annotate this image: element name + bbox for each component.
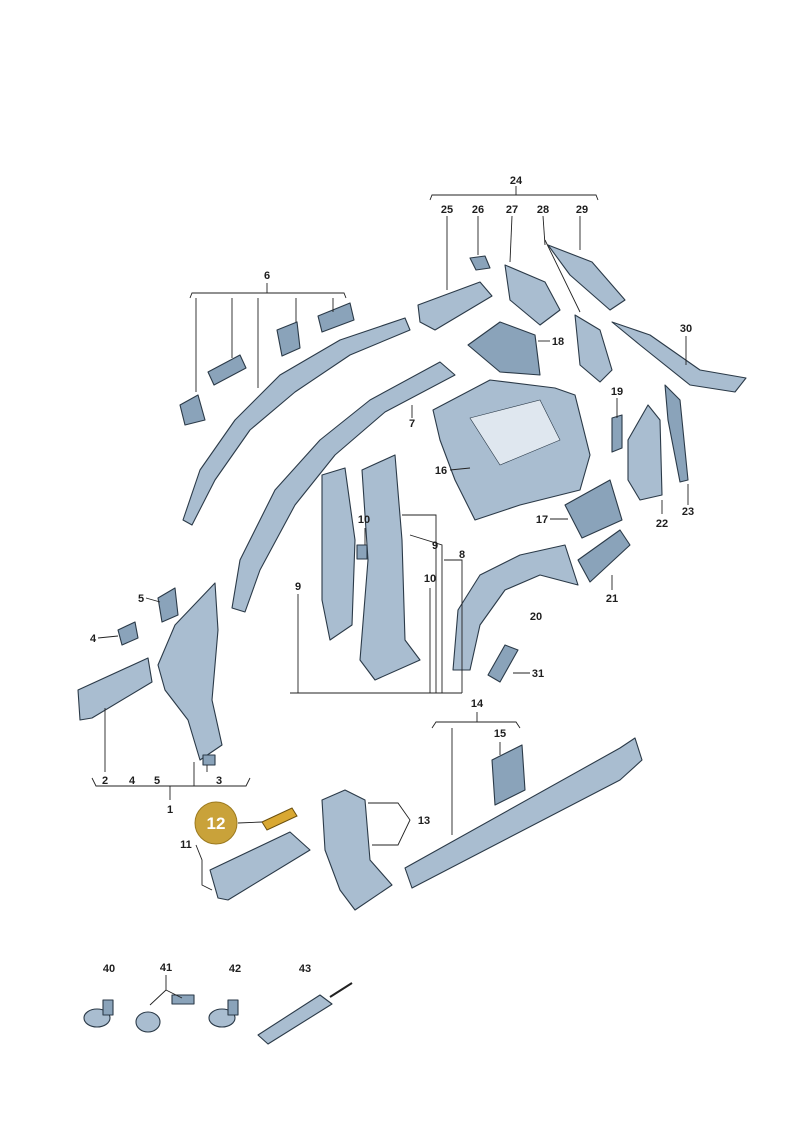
part-12-highlighted [261, 807, 298, 831]
callout-4-bottom: 4 [129, 775, 136, 787]
part-bracket-3 [202, 754, 216, 766]
leader-lines [91, 186, 689, 1006]
fastener-40 [83, 999, 114, 1028]
callout-7: 7 [409, 418, 415, 430]
callout-42: 42 [229, 963, 241, 975]
callout-22: 22 [656, 518, 668, 530]
callout-2: 2 [102, 775, 108, 787]
part-bracket-10 [356, 544, 368, 560]
part-b-pillar-inner [321, 467, 356, 641]
callout-25: 25 [441, 204, 453, 216]
callout-17: 17 [536, 514, 548, 526]
callout-18: 18 [552, 336, 564, 348]
part-29 [547, 244, 626, 311]
callout-6: 6 [264, 270, 270, 282]
part-reinforcement-11 [209, 831, 311, 901]
part-side-sill [404, 737, 643, 889]
part-bracket-6d [317, 302, 355, 333]
part-bracket-19 [611, 414, 623, 453]
callout-31: 31 [532, 668, 544, 680]
part-roof-rail-inner [231, 361, 456, 613]
part-bracket-6b [207, 354, 247, 386]
part-26 [469, 255, 491, 271]
callout-14: 14 [471, 698, 484, 710]
callout-29: 29 [576, 204, 588, 216]
part-a-pillar [157, 582, 223, 761]
callout-5-bottom: 5 [154, 775, 160, 787]
callout-41: 41 [160, 962, 172, 974]
part-b-pillar-outer [359, 454, 421, 681]
part-31 [487, 644, 519, 683]
part-rear-panel-23 [664, 384, 689, 483]
callout-4-top: 4 [90, 633, 97, 645]
callout-30: 30 [680, 323, 692, 335]
callout-9-left: 9 [295, 581, 301, 593]
part-wheel-arch [452, 544, 579, 671]
callout-8: 8 [459, 549, 465, 561]
part-27 [504, 264, 561, 326]
callout-1: 1 [167, 804, 173, 816]
callout-13: 13 [418, 815, 430, 827]
callout-10-top: 10 [358, 514, 370, 526]
callout-5-top: 5 [138, 593, 144, 605]
part-bracket-4 [117, 621, 139, 646]
part-15 [491, 744, 526, 806]
fastener-41 [135, 994, 195, 1033]
part-28 [574, 314, 613, 383]
part-bracket-6a [179, 394, 206, 426]
callout-24: 24 [510, 175, 523, 187]
callout-40: 40 [103, 963, 115, 975]
callout-43: 43 [299, 963, 311, 975]
part-a-pillar-lower-2 [77, 657, 153, 721]
part-window-opening [469, 399, 561, 466]
part-bracket-5 [157, 587, 179, 623]
highlight-badge-number: 12 [207, 814, 226, 833]
part-b-pillar-lower [321, 789, 393, 911]
callout-23: 23 [682, 506, 694, 518]
part-roof-rail-outer [182, 317, 411, 526]
fastener-42 [208, 999, 239, 1028]
callout-28: 28 [537, 204, 549, 216]
part-25 [417, 281, 493, 331]
callout-3: 3 [216, 775, 222, 787]
part-30 [611, 321, 747, 393]
callout-26: 26 [472, 204, 484, 216]
callout-21: 21 [606, 593, 618, 605]
callout-11: 11 [180, 839, 192, 851]
part-bracket-21 [577, 529, 631, 583]
highlight-badge-12[interactable]: 12 [194, 801, 238, 845]
callout-27: 27 [506, 204, 518, 216]
callout-15: 15 [494, 728, 506, 740]
part-bracket-18 [467, 321, 541, 376]
fastener-43-rivet-tool [257, 982, 353, 1045]
callout-19: 19 [611, 386, 623, 398]
part-bracket-17 [564, 479, 623, 539]
callout-16: 16 [435, 465, 447, 477]
callout-20: 20 [530, 611, 542, 623]
callout-10-right: 10 [424, 573, 436, 585]
part-bracket-6c [276, 321, 301, 357]
callout-9-right: 9 [432, 540, 438, 552]
part-rear-panel-22 [627, 404, 663, 501]
